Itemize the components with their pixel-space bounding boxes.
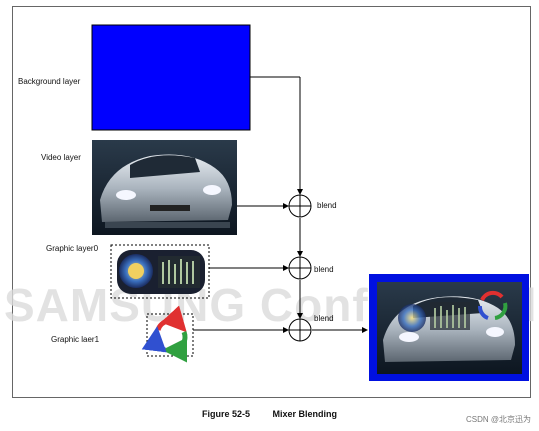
- label-background-layer: Background layer: [18, 77, 81, 86]
- label-graphic-layer1: Graphic laer1: [51, 335, 100, 344]
- figure-caption: Figure 52-5 Mixer Blending: [0, 409, 539, 419]
- blend-label-2: blend: [314, 265, 334, 274]
- background-layer-box: [91, 24, 251, 131]
- graphic-layer0-frame: [110, 244, 210, 299]
- corner-watermark: CSDN @北京迅为: [465, 415, 531, 424]
- label-video-layer: Video layer: [41, 153, 81, 162]
- blend-node-2: [288, 256, 312, 280]
- blend-node-1: [288, 194, 312, 218]
- figure-title: Mixer Blending: [272, 409, 338, 419]
- output-composite-image: [369, 274, 529, 381]
- figure-number: Figure 52-5: [201, 409, 250, 419]
- diagram-frame: [12, 6, 531, 398]
- label-graphic-layer0: Graphic layer0: [46, 244, 99, 253]
- graphic-widget-icon: [117, 250, 205, 294]
- recycle-arrows-icon: [141, 305, 188, 363]
- blend-node-3: [288, 318, 312, 342]
- blend-label-3: blend: [314, 314, 334, 323]
- blend-label-1: blend: [317, 201, 337, 210]
- video-layer-image: [92, 140, 237, 235]
